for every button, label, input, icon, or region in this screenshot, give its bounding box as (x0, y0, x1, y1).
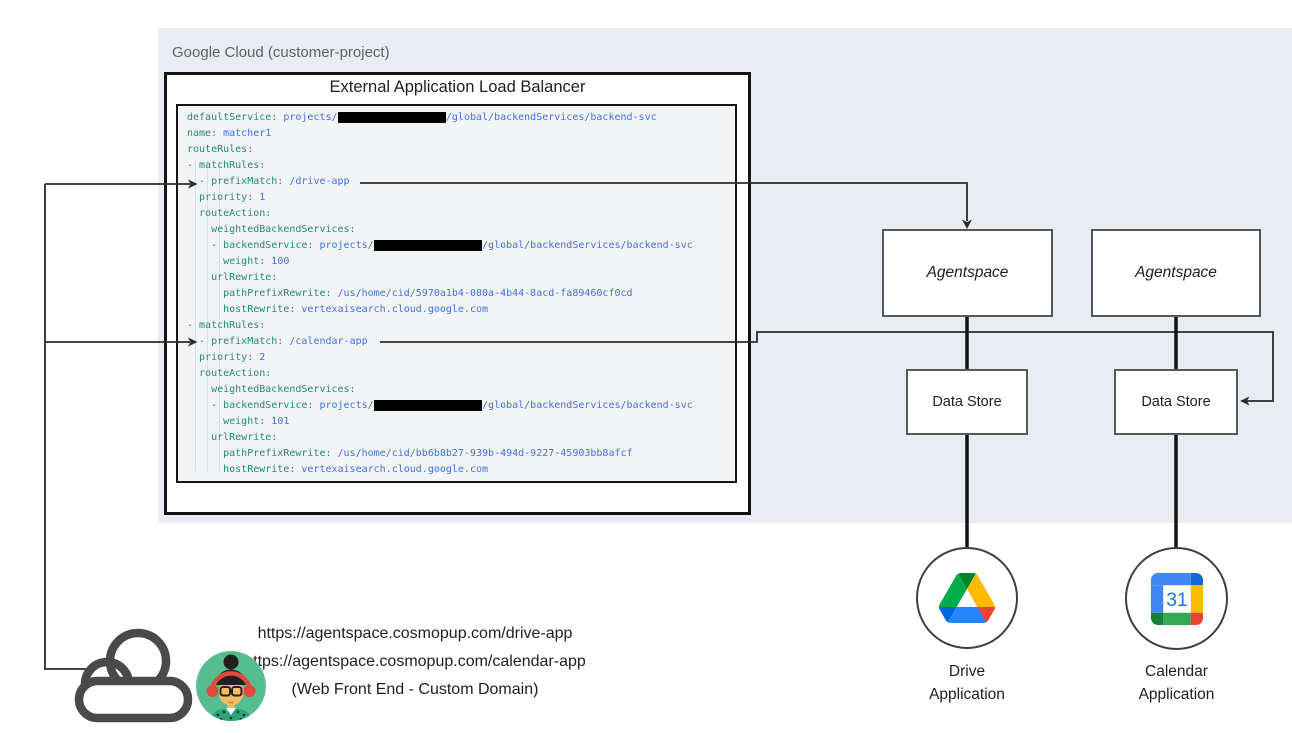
agentspace-label: Agentspace (926, 264, 1009, 281)
data-store-box-2: Data Store (1114, 369, 1238, 435)
calendar-application-node: 31 (1125, 547, 1228, 650)
load-balancer-title: External Application Load Balancer (329, 78, 586, 96)
label-line: Application (1138, 686, 1215, 703)
google-cloud-panel-title: Google Cloud (customer-project) (172, 44, 390, 61)
data-store-label: Data Store (932, 394, 1002, 410)
agentspace-box-1: Agentspace (882, 229, 1053, 317)
label-line: Application (929, 686, 1005, 703)
indent-guide (195, 160, 196, 471)
url-map-code-block: defaultService: projects/ /global/backen… (176, 104, 737, 483)
calendar-application-label: Calendar Application (1116, 660, 1237, 706)
google-drive-icon (939, 573, 995, 623)
indent-guide (219, 160, 220, 471)
user-avatar-icon (196, 651, 266, 721)
code-lines: defaultService: projects/ /global/backen… (187, 112, 693, 475)
drive-application-node (916, 547, 1018, 649)
wire-client-trunk (44, 184, 90, 670)
label-line: Calendar (1145, 663, 1208, 680)
drive-application-label: Drive Application (907, 660, 1027, 706)
web-front-end-caption: (Web Front End - Custom Domain) (291, 681, 539, 698)
drive-app-url: https://agentspace.cosmopup.com/drive-ap… (257, 625, 573, 642)
calendar-app-url: https://agentspace.cosmopup.com/calendar… (244, 653, 586, 670)
cloud-icon (74, 628, 193, 723)
google-calendar-icon: 31 (1150, 572, 1203, 625)
data-store-box-1: Data Store (906, 369, 1028, 435)
indent-guide (207, 160, 208, 471)
agentspace-box-2: Agentspace (1091, 229, 1261, 317)
calendar-day-number: 31 (1166, 589, 1187, 610)
agentspace-label: Agentspace (1135, 264, 1217, 281)
client-url-text: https://agentspace.cosmopup.com/drive-ap… (235, 620, 595, 704)
data-store-label: Data Store (1141, 394, 1211, 410)
label-line: Drive (948, 663, 986, 680)
